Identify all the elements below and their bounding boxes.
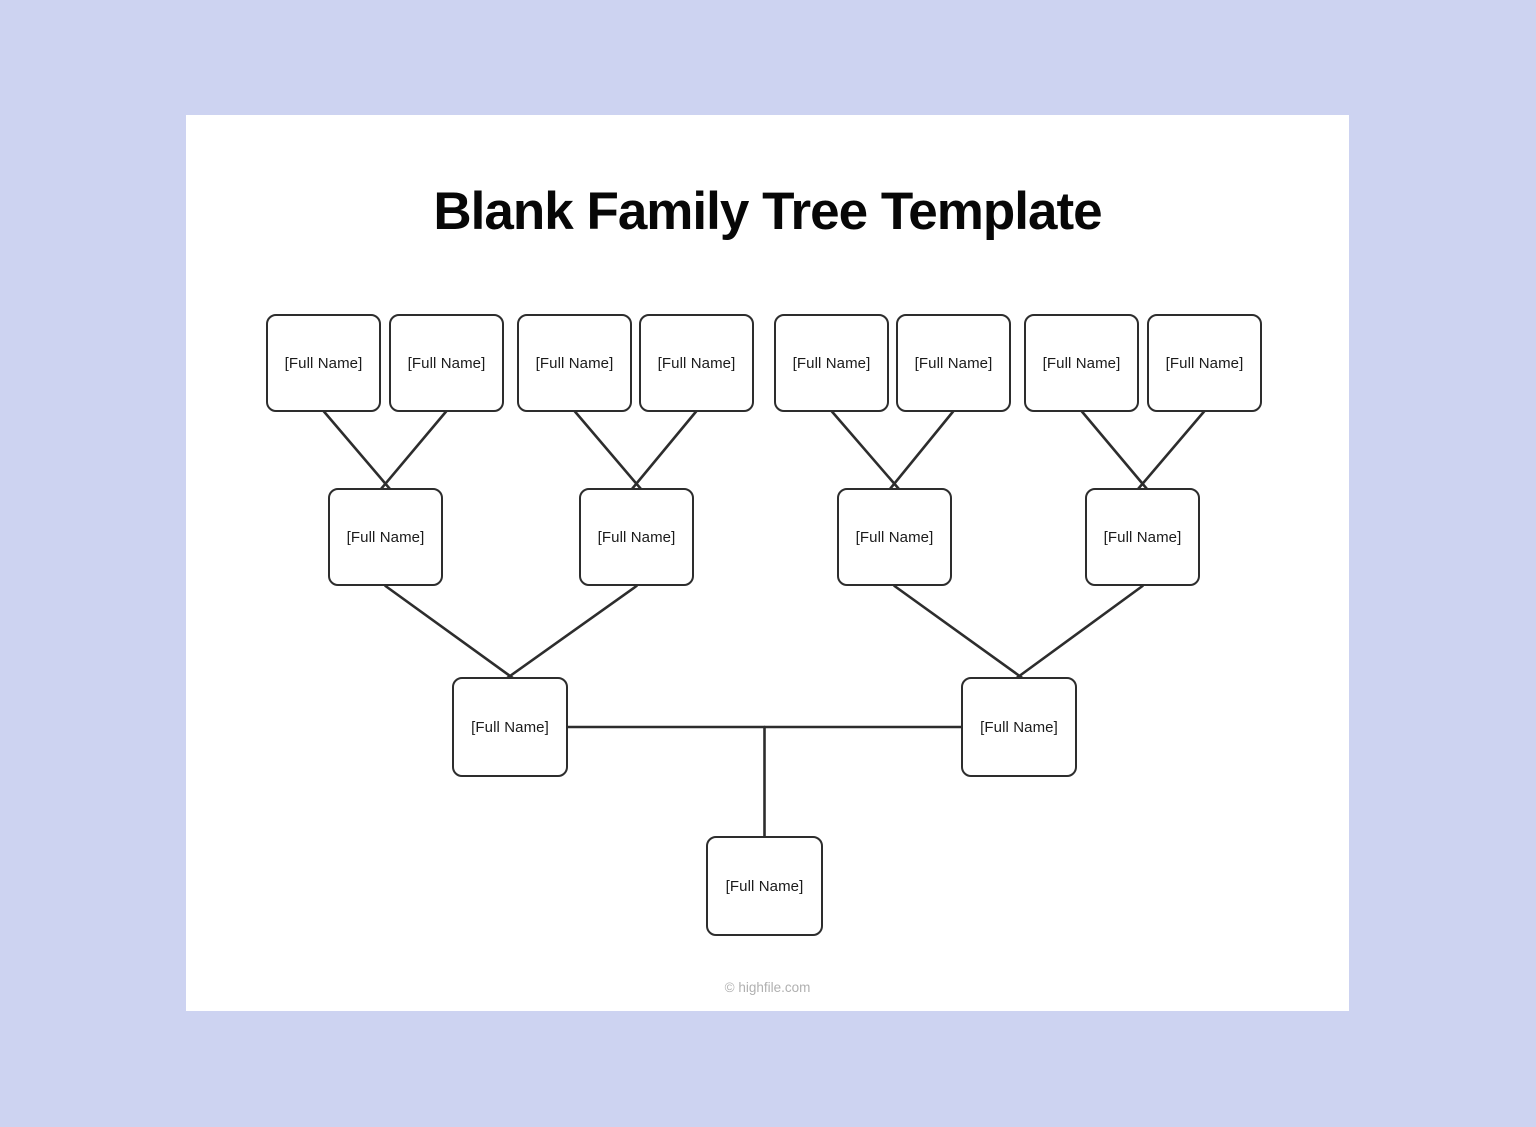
box-grandparent-1: [Full Name] xyxy=(328,488,443,586)
member-name-label: [Full Name] xyxy=(657,354,736,372)
box-great-grandparent-1: [Full Name] xyxy=(266,314,381,412)
member-name-label: [Full Name] xyxy=(1103,528,1182,546)
connector-line xyxy=(893,584,1028,683)
connector-line xyxy=(886,409,955,494)
member-name-label: [Full Name] xyxy=(855,528,934,546)
box-great-grandparent-4: [Full Name] xyxy=(639,314,754,412)
box-great-grandparent-6: [Full Name] xyxy=(896,314,1011,412)
box-great-grandparent-2: [Full Name] xyxy=(389,314,504,412)
connector-line xyxy=(384,584,519,683)
box-great-grandparent-7: [Full Name] xyxy=(1024,314,1139,412)
box-grandparent-3: [Full Name] xyxy=(837,488,952,586)
connector-line xyxy=(1134,409,1206,494)
member-name-label: [Full Name] xyxy=(346,528,425,546)
connector-line xyxy=(1080,409,1151,494)
box-great-grandparent-3: [Full Name] xyxy=(517,314,632,412)
box-parent-1: [Full Name] xyxy=(452,677,568,777)
box-great-grandparent-5: [Full Name] xyxy=(774,314,889,412)
connector-line xyxy=(628,409,698,494)
member-name-label: [Full Name] xyxy=(1165,354,1244,372)
footer-credit: © highfile.com xyxy=(724,980,811,995)
member-name-label: [Full Name] xyxy=(471,718,549,736)
member-name-label: [Full Name] xyxy=(284,354,363,372)
box-great-grandparent-8: [Full Name] xyxy=(1147,314,1262,412)
box-grandparent-2: [Full Name] xyxy=(579,488,694,586)
member-name-label: [Full Name] xyxy=(792,354,871,372)
member-name-label: [Full Name] xyxy=(725,877,804,895)
member-name-label: [Full Name] xyxy=(1042,354,1121,372)
box-parent-2: [Full Name] xyxy=(961,677,1077,777)
box-grandparent-4: [Full Name] xyxy=(1085,488,1200,586)
member-name-label: [Full Name] xyxy=(407,354,486,372)
connector-line xyxy=(1011,584,1144,683)
member-name-label: [Full Name] xyxy=(535,354,614,372)
page-title: Blank Family Tree Template xyxy=(433,182,1102,241)
connector-line xyxy=(501,584,638,683)
connector-line xyxy=(377,409,448,494)
connector-line xyxy=(322,409,394,494)
member-name-label: [Full Name] xyxy=(597,528,676,546)
connector-line xyxy=(830,409,903,494)
member-name-label: [Full Name] xyxy=(914,354,993,372)
connector-line xyxy=(573,409,645,494)
member-name-label: [Full Name] xyxy=(980,718,1058,736)
box-child: [Full Name] xyxy=(706,836,823,936)
